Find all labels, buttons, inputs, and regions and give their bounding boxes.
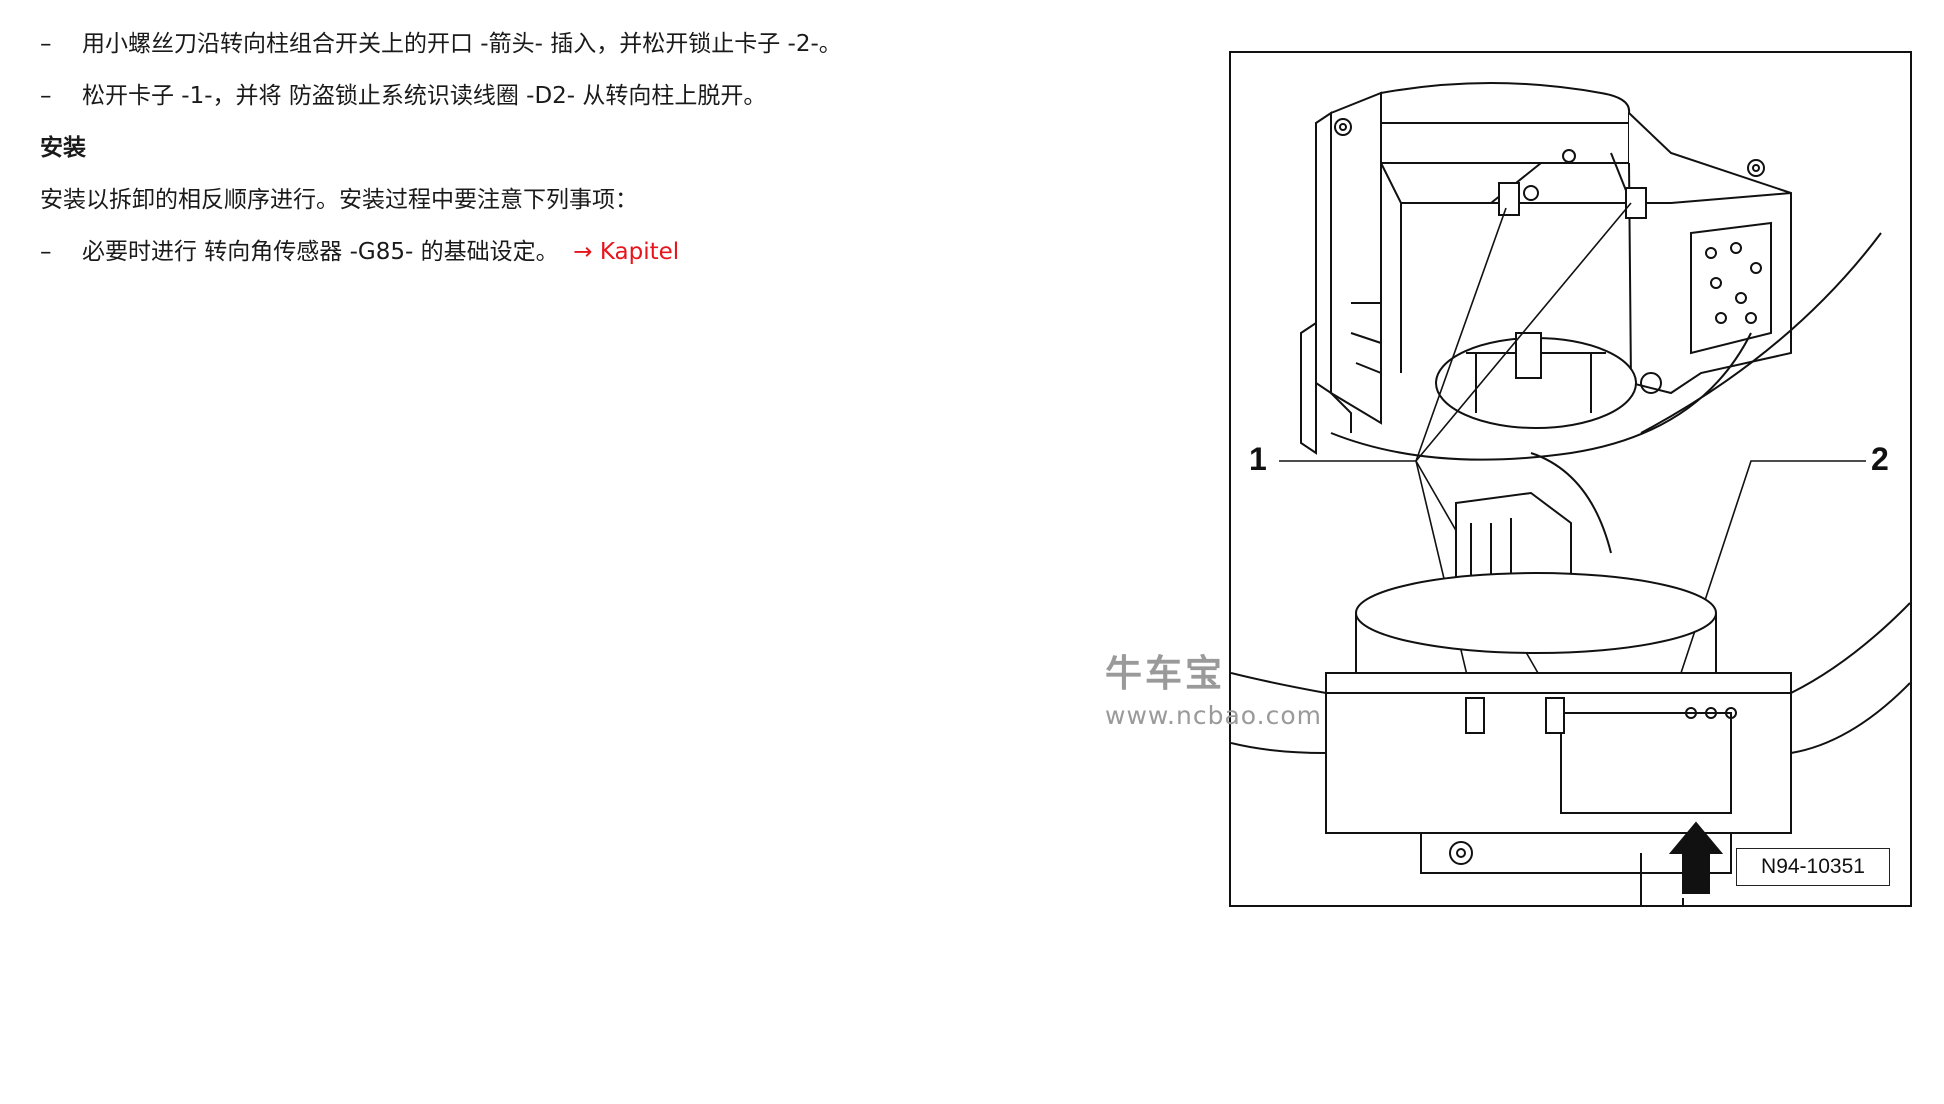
step-text: 松开卡子 -1-，并将 防盗锁止系统识读线圈 -D2- 从转向柱上脱开。 (82, 83, 767, 109)
column-outline (1330, 232, 1882, 554)
instructions: – 用小螺丝刀沿转向柱组合开关上的开口 -箭头- 插入，并松开锁止卡子 -2-。… (40, 26, 1040, 268)
step-basic-setting: – 必要时进行 转向角传感器 -G85- 的基础设定。 → Kapitel (40, 236, 1040, 268)
list-dash: – (40, 83, 52, 109)
watermark-name: 牛车宝 (1105, 652, 1225, 695)
steering-column-switch-drawing (1231, 82, 1910, 905)
callout-clip-2: 2 (1871, 441, 1889, 477)
upper-switch-housing (1300, 82, 1792, 455)
step-text: 用小螺丝刀沿转向柱组合开关上的开口 -箭头- 插入，并松开锁止卡子 -2-。 (82, 31, 842, 57)
step-text-wrap: 必要时进行 转向角传感器 -G85- 的基础设定。 → Kapitel (82, 239, 679, 265)
lower-switch-assembly (1231, 491, 1910, 905)
watermark: 牛车宝 www.ncbao.com (1105, 654, 1322, 732)
list-dash: – (40, 239, 52, 265)
step-text: 必要时进行 转向角传感器 -G85- 的基础设定。 (82, 239, 559, 265)
watermark-url: www.ncbao.com (1105, 701, 1322, 730)
install-heading: 安装 (40, 135, 86, 161)
arrow-marker (1668, 821, 1724, 905)
figure-id-box: N94-10351 (1736, 848, 1890, 886)
step-remove-clip-2: – 用小螺丝刀沿转向柱组合开关上的开口 -箭头- 插入，并松开锁止卡子 -2-。 (40, 28, 1040, 60)
list-dash: – (40, 31, 52, 57)
install-intro: 安装以拆卸的相反顺序进行。安装过程中要注意下列事项： (40, 187, 638, 213)
step-detach-coil: – 松开卡子 -1-，并将 防盗锁止系统识读线圈 -D2- 从转向柱上脱开。 (40, 80, 1040, 112)
kapitel-link[interactable]: → Kapitel (573, 239, 680, 265)
callout-clip-1: 1 (1249, 441, 1267, 477)
technical-illustration: 1 2 N94-10351 (1229, 51, 1912, 907)
